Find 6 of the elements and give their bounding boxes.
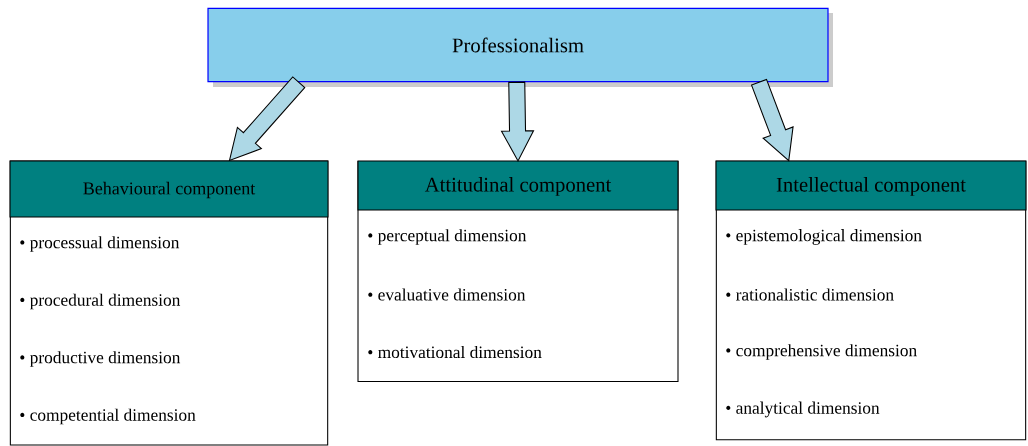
title-box: Professionalism (207, 7, 833, 87)
block-arrow (500, 81, 535, 163)
component-box: Attitudinal component • perceptual dimension • evaluative dimension • motivational dimension (357, 160, 679, 383)
component-box: Intellectual component • epistemological dimension • rationalistic dimension • comprehensive dimension • analytical dimension (715, 160, 1027, 441)
block-arrow (228, 76, 306, 162)
component-box: Behavioural component • processual dimension • procedural dimension • productive dimension • competential dimension (9, 160, 329, 446)
